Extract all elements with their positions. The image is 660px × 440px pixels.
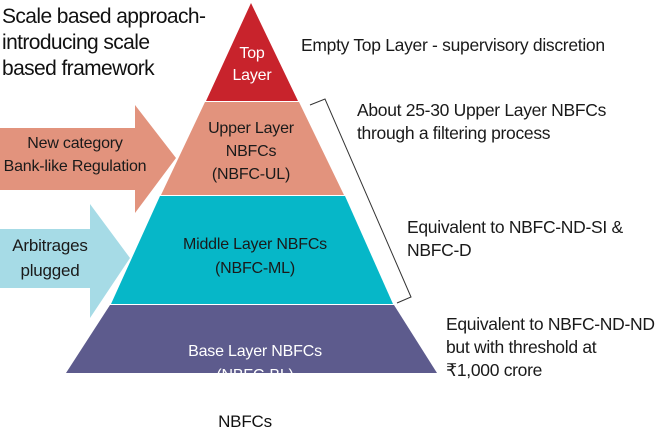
note-line: Equivalent to NBFC-ND-ND <box>446 314 655 334</box>
layer-label-line: (NBFC-UL) <box>211 166 291 183</box>
title-line: Scale based approach- <box>2 5 206 28</box>
layer-upper-shape <box>161 102 344 195</box>
note-line: About 25-30 Upper Layer NBFCs <box>357 100 607 120</box>
note-upper: About 25-30 Upper Layer NBFCs through a … <box>357 99 606 145</box>
note-middle: Equivalent to NBFC-ND-SI & NBFC-D <box>407 216 623 262</box>
note-line: Empty Top Layer - supervisory discretion <box>301 35 605 55</box>
layer-label-line: Layer <box>232 67 272 84</box>
layer-middle-label: Middle Layer NBFCs (NBFC-ML) <box>160 233 350 281</box>
layer-base-shape <box>66 305 437 373</box>
arrow-new-category <box>0 105 176 213</box>
layer-top-shape <box>206 3 298 101</box>
layer-label-line: NBFCs <box>225 143 277 160</box>
note-line: Equivalent to NBFC-ND-SI & <box>407 217 623 237</box>
note-line: NBFC-D <box>407 240 472 260</box>
arrow-label-line: Arbitrages <box>12 236 88 255</box>
layer-label-line: Middle Layer NBFCs <box>182 236 327 253</box>
layer-label-line: Base Layer NBFCs <box>188 343 322 360</box>
title-line: based framework <box>2 57 155 80</box>
layer-label-line: (NBFC-ML) <box>215 260 295 277</box>
bracket-line <box>309 98 412 304</box>
layer-top-label: Top Layer <box>206 43 298 87</box>
arrow-label-line: New category <box>27 135 123 152</box>
layer-label-line: Upper Layer <box>208 120 294 137</box>
title-line: introducing scale <box>2 31 150 54</box>
note-line: ₹1,000 crore <box>446 360 543 380</box>
note-line: through a filtering process <box>357 123 551 143</box>
arrow-new-category-label: New category Bank-like Regulation <box>0 132 150 178</box>
arrow-label-line: Bank-like Regulation <box>3 158 147 175</box>
layer-label-line: (NBFC-BL) <box>216 367 294 384</box>
arrow-label-line: plugged <box>20 261 80 280</box>
footer-label: NBFCs <box>218 412 272 431</box>
diagram-title: Scale based approach- introducing scale … <box>2 4 206 82</box>
layer-label-line: Top <box>239 45 265 62</box>
layer-middle-shape <box>111 196 393 304</box>
layer-upper-label: Upper Layer NBFCs (NBFC-UL) <box>176 117 326 186</box>
note-top: Empty Top Layer - supervisory discretion <box>301 34 605 57</box>
arrow-arbitrages-label: Arbitrages plugged <box>0 233 100 283</box>
layer-base-label: Base Layer NBFCs (NBFC-BL) <box>160 340 350 388</box>
arrow-arbitrages <box>0 204 130 318</box>
note-base: Equivalent to NBFC-ND-ND but with thresh… <box>446 313 655 382</box>
note-line: but with threshold at <box>446 337 597 357</box>
